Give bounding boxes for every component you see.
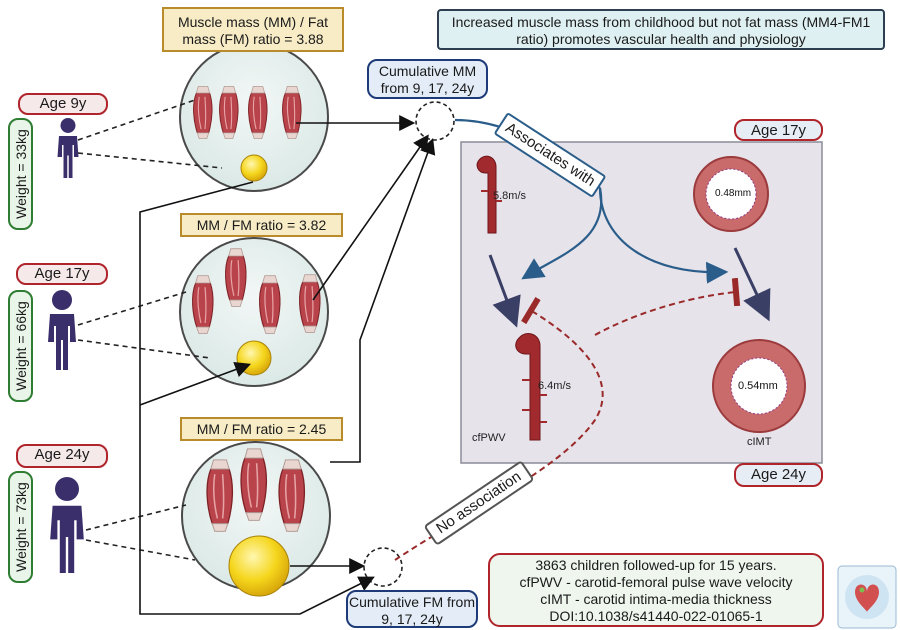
fm-collection-arrows (139, 181, 375, 615)
summary-box: Increased muscle mass from childhood but… (437, 9, 885, 50)
age-text: Age 24y (750, 466, 807, 483)
study-info-box: 3863 children followed-up for 15 years. … (488, 553, 824, 627)
no-association-lines (394, 277, 741, 561)
age-text: Age 9y (39, 95, 87, 112)
ratio-text: MM / FM ratio = 2.45 (196, 421, 327, 437)
cumulative-fm-label: Cumulative FM from 9, 17, 24y (348, 594, 476, 627)
muscle-icon (218, 85, 239, 140)
info-line: DOI:10.1038/s41440-022-01065-1 (549, 608, 763, 624)
weight-text: Weight = 33kg (12, 129, 29, 219)
muscle-icon (281, 85, 302, 140)
artery-icon (515, 333, 547, 441)
age-label-9: Age 9y (18, 93, 108, 115)
ratio-text: MM / FM ratio = 3.82 (196, 217, 327, 233)
ratio-text: Muscle mass (MM) / Fat mass (FM) ratio =… (177, 14, 329, 47)
summary-text: Increased muscle mass from childhood but… (451, 14, 871, 47)
imt-value-bottom: 0.54mm (738, 380, 778, 392)
weight-text: Weight = 73kg (12, 482, 29, 572)
muscle-icon (240, 448, 268, 522)
cimt-label: cIMT (747, 436, 772, 448)
muscle-icon (191, 275, 214, 335)
heart-logo-icon (837, 565, 897, 629)
cumulative-fm-node (363, 547, 403, 587)
pwv-value-top: 5.8m/s (493, 190, 527, 202)
cfpwv-label: cfPWV (472, 432, 506, 444)
age-label-17: Age 17y (16, 263, 108, 285)
age-label-24: Age 24y (16, 444, 108, 468)
info-line: 3863 children followed-up for 15 years. (535, 557, 777, 573)
weight-text: Weight = 66kg (12, 301, 29, 391)
ratio-box-age9: Muscle mass (MM) / Fat mass (FM) ratio =… (162, 7, 344, 52)
person-icon (57, 118, 79, 178)
fat-droplet-icon (236, 340, 272, 376)
fat-droplet-icon (228, 535, 290, 597)
weight-label-24: Weight = 73kg (8, 471, 33, 583)
weight-label-9: Weight = 33kg (8, 118, 33, 230)
muscle-icon (224, 248, 247, 308)
vessel-ring-icon (693, 156, 769, 232)
person-icon (50, 477, 84, 573)
muscle-icon (206, 459, 234, 533)
artery-icon (476, 155, 502, 234)
info-line: cIMT - carotid intima-media thickness (540, 591, 772, 607)
fat-droplet-icon (240, 154, 268, 182)
imt-value-top: 0.48mm (715, 188, 752, 199)
cumulative-fm-box: Cumulative FM from 9, 17, 24y (346, 590, 478, 628)
ratio-box-age24: MM / FM ratio = 2.45 (180, 417, 343, 441)
muscle-icon (298, 274, 321, 334)
muscle-icon (192, 85, 213, 140)
cumulative-mm-label: Cumulative MM from 9, 17, 24y (378, 63, 477, 96)
muscle-icon (247, 85, 268, 140)
muscle-icon (278, 459, 306, 533)
age-text: Age 17y (34, 265, 90, 282)
person-icon (48, 290, 76, 370)
info-line: cfPWV - carotid-femoral pulse wave veloc… (519, 574, 793, 590)
pwv-value-bottom: 6.4m/s (538, 380, 572, 392)
weight-label-17: Weight = 66kg (8, 290, 33, 402)
age-text: Age 17y (750, 122, 807, 139)
age-text: Age 24y (34, 446, 90, 463)
cumulative-mm-node (415, 101, 455, 141)
progression-arrows (488, 247, 771, 328)
ratio-box-age17: MM / FM ratio = 3.82 (180, 213, 343, 237)
panel-age-top: Age 17y (734, 119, 823, 141)
panel-age-bottom: Age 24y (734, 463, 823, 487)
muscle-fat-circle-age17 (179, 237, 329, 387)
muscle-icon (258, 275, 281, 335)
vessel-ring-icon (712, 339, 806, 433)
cumulative-mm-box: Cumulative MM from 9, 17, 24y (367, 59, 488, 99)
mm-collection-arrows (296, 115, 436, 463)
